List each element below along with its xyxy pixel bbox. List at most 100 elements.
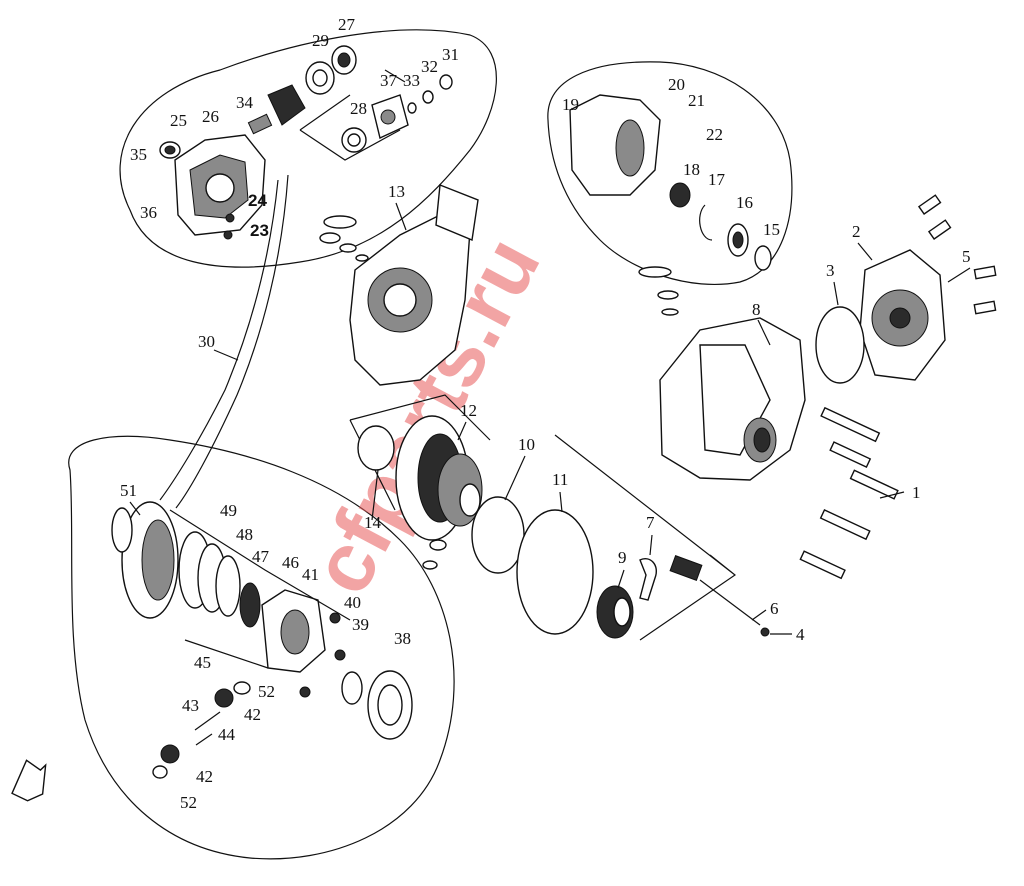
washers-31-33 xyxy=(407,74,453,114)
group-outline-bottom-left xyxy=(68,435,455,860)
callout-31: 31 xyxy=(442,45,459,64)
seal-39 xyxy=(341,671,363,705)
rear-cover-assembly-26 xyxy=(174,134,266,236)
callout-51: 51 xyxy=(120,481,137,500)
shift-sleeve-9 xyxy=(596,585,634,639)
callout-18: 18 xyxy=(683,160,700,179)
callout-52b: 52 xyxy=(180,793,197,812)
circlip-17 xyxy=(699,204,713,241)
callout-35: 35 xyxy=(130,145,147,164)
assembly-box-lines xyxy=(299,69,406,161)
callout-52a: 52 xyxy=(258,682,275,701)
group-outline-top-right xyxy=(547,61,793,286)
nut-4 xyxy=(760,627,770,637)
callout-21: 21 xyxy=(688,91,705,110)
callout-43: 43 xyxy=(182,696,199,715)
callout-44: 44 xyxy=(218,725,236,744)
callout-7: 7 xyxy=(646,513,655,532)
callout-9: 9 xyxy=(618,548,627,567)
o-rings-near-13 xyxy=(319,215,369,262)
callout-20: 20 xyxy=(668,75,685,94)
callout-39: 39 xyxy=(352,615,369,634)
o-ring-14 xyxy=(357,425,395,471)
callout-15: 15 xyxy=(763,220,780,239)
callout-14: 14 xyxy=(364,513,382,532)
callout-17: 17 xyxy=(708,170,726,189)
callout-42a: 42 xyxy=(244,705,261,724)
pin-43 xyxy=(194,711,221,731)
callout-26: 26 xyxy=(202,107,219,126)
callout-11: 11 xyxy=(552,470,568,489)
callout-16: 16 xyxy=(736,193,753,212)
front-housing-13 xyxy=(349,184,479,386)
gear-housing-8 xyxy=(659,317,806,481)
callout-45: 45 xyxy=(194,653,211,672)
ring-gear-51 xyxy=(121,501,179,619)
washers-52 xyxy=(152,681,251,779)
callout-42b: 42 xyxy=(196,767,213,786)
bearing-29 xyxy=(305,61,335,95)
clutch-pack-45-49 xyxy=(178,531,261,628)
callout-4: 4 xyxy=(796,625,805,644)
spring-18 xyxy=(669,182,691,208)
callout-41: 41 xyxy=(302,565,319,584)
callout-37: 37 xyxy=(380,71,398,90)
seal-28 xyxy=(341,127,367,153)
bolts-40 xyxy=(299,612,346,698)
callout-12: 12 xyxy=(460,401,477,420)
shift-rod-6 xyxy=(699,579,761,626)
callout-3: 3 xyxy=(826,261,835,280)
callout-23: 23 xyxy=(250,221,269,240)
o-ring-3 xyxy=(815,306,865,384)
callout-13: 13 xyxy=(388,182,405,201)
propeller-shaft-line xyxy=(159,179,279,501)
bolts-23-24 xyxy=(223,213,235,240)
callout-34: 34 xyxy=(236,93,254,112)
callout-1: 1 xyxy=(912,483,921,502)
pin-44 xyxy=(195,733,213,746)
end-cover-2 xyxy=(859,249,946,381)
callout-27: 27 xyxy=(338,15,356,34)
flange-37 xyxy=(371,94,409,139)
callout-32: 32 xyxy=(421,57,438,76)
callout-2: 2 xyxy=(852,222,861,241)
bolts-1 xyxy=(799,406,899,580)
callout-8: 8 xyxy=(752,300,761,319)
callout-19: 19 xyxy=(562,95,579,114)
shift-fork-block xyxy=(669,555,703,581)
callout-30: 30 xyxy=(198,332,215,351)
callout-6: 6 xyxy=(770,599,779,618)
seal-38 xyxy=(367,670,413,740)
callout-33: 33 xyxy=(403,71,420,90)
o-ring-10 xyxy=(471,496,525,574)
seal-15 xyxy=(754,245,772,271)
seal-27 xyxy=(331,45,357,75)
callout-48: 48 xyxy=(236,525,253,544)
callout-46: 46 xyxy=(282,553,299,572)
front-direction-arrow-icon xyxy=(11,759,47,802)
differential-assembly-12 xyxy=(395,415,483,541)
bolts-5 xyxy=(917,194,997,315)
callout-25: 25 xyxy=(170,111,187,130)
callout-24: 24 xyxy=(248,191,267,210)
clutch-guide-lines xyxy=(169,509,351,669)
callout-49: 49 xyxy=(220,501,237,520)
callout-5: 5 xyxy=(962,247,971,266)
callout-47: 47 xyxy=(252,547,270,566)
pinion-gear-34 xyxy=(247,84,306,135)
callout-22: 22 xyxy=(706,125,723,144)
seal-51-outer xyxy=(111,507,133,553)
bearing-16 xyxy=(727,223,749,257)
o-ring-11 xyxy=(516,509,594,635)
callout-40: 40 xyxy=(344,593,361,612)
group-outline-top-left xyxy=(119,29,497,268)
gears-42 xyxy=(160,688,234,764)
small-washers-center xyxy=(422,539,447,570)
callout-28: 28 xyxy=(350,99,367,118)
callout-36: 36 xyxy=(140,203,157,222)
propeller-shaft-line-2 xyxy=(175,174,289,509)
callout-10: 10 xyxy=(518,435,535,454)
housing-8-guide-lines xyxy=(554,434,737,641)
carrier-41 xyxy=(261,589,326,673)
